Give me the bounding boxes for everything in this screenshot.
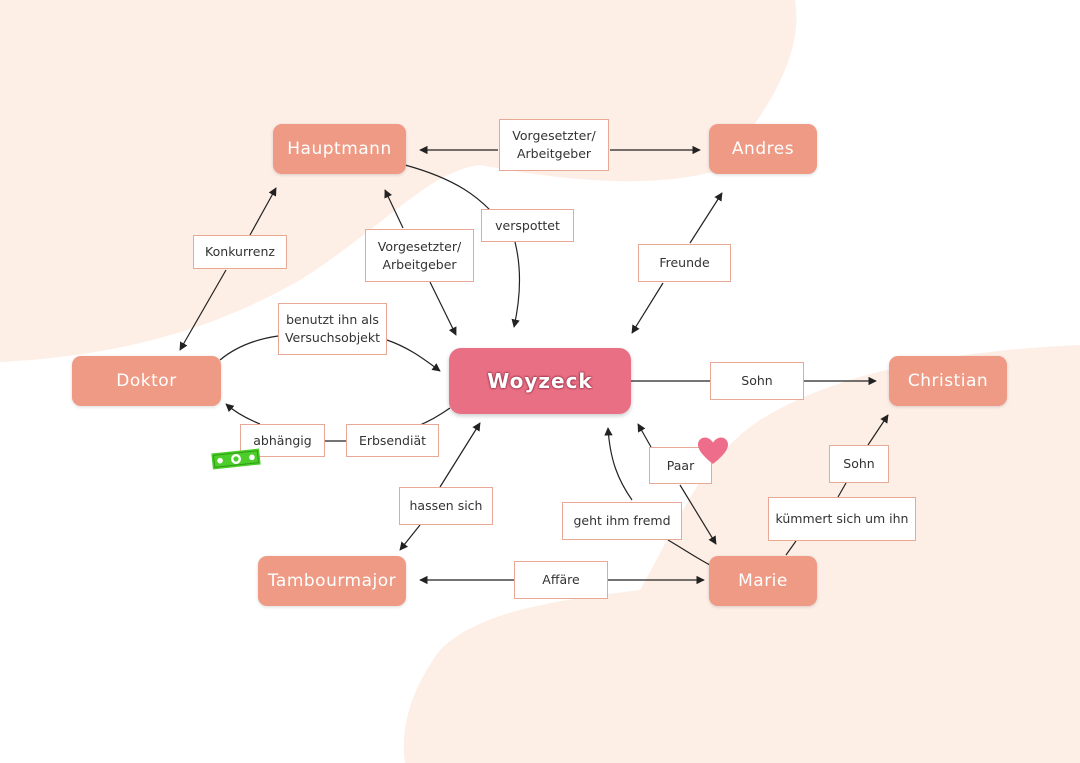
label-verspottet: verspottet — [481, 209, 574, 242]
node-tambourmajor[interactable]: Tambourmajor — [258, 556, 406, 606]
node-andres[interactable]: Andres — [709, 124, 817, 174]
label-geht-fremd: geht ihm fremd — [562, 502, 682, 540]
label-hassen-sich: hassen sich — [399, 487, 493, 525]
connector-freunde-up — [689, 192, 723, 244]
label-sohn-woyzeck: Sohn — [710, 362, 804, 400]
label-freunde: Freunde — [638, 244, 731, 282]
node-marie[interactable]: Marie — [709, 556, 817, 606]
label-paar: Paar — [649, 447, 712, 484]
connector-hassen-down — [399, 524, 421, 551]
connector-erbsendiaet — [419, 407, 451, 426]
connector-kuemmert-sohn — [837, 482, 847, 498]
connector-versuchsobjekt-right — [386, 339, 441, 372]
connector-hassen-up — [439, 422, 481, 488]
connector-vorgesetzter-down — [429, 281, 457, 336]
node-doktor[interactable]: Doktor — [72, 356, 221, 406]
connector-abhaengig — [225, 403, 261, 425]
connector-vorgesetzter-up — [384, 189, 404, 229]
connector-verspottet-arrow — [511, 241, 520, 328]
heart-icon — [698, 437, 728, 464]
connector-freunde-down — [631, 282, 664, 334]
label-line: Arbeitgeber — [382, 256, 457, 272]
node-woyzeck[interactable]: Woyzeck — [449, 348, 631, 414]
connector-verspottet — [404, 164, 491, 211]
label-hauptmann-andres: Vorgesetzter/ Arbeitgeber — [499, 119, 609, 171]
label-line: Versuchsobjekt — [284, 330, 381, 345]
connector-kuemmert-marie — [785, 540, 797, 556]
node-hauptmann[interactable]: Hauptmann — [273, 124, 406, 174]
node-christian[interactable]: Christian — [889, 356, 1007, 406]
label-kuemmert: kümmert sich um ihn — [768, 497, 916, 541]
label-line: Vorgesetzter/ — [512, 128, 596, 143]
connector-konkurrenz-down — [179, 269, 227, 351]
money-icon — [211, 448, 261, 470]
connector-paar-down — [679, 484, 717, 545]
label-konkurrenz: Konkurrenz — [193, 235, 287, 269]
connector-versuchsobjekt-left — [219, 335, 279, 361]
background-blob-top — [0, 0, 797, 362]
label-hauptmann-woyzeck: Vorgesetzter/ Arbeitgeber — [365, 229, 474, 282]
connector-paar-up — [637, 423, 652, 448]
label-sohn-marie: Sohn — [829, 445, 889, 483]
connector-geht-fremd — [604, 427, 633, 501]
label-line: Arbeitgeber — [516, 146, 592, 161]
connector-konkurrenz-up — [249, 187, 277, 236]
label-erbsendiaet: Erbsendiät — [346, 424, 439, 457]
connector-sohn-christian — [867, 414, 889, 446]
background-blob-bottom — [403, 345, 1080, 763]
connector-geht-fremd-marie — [667, 539, 713, 567]
label-versuchsobjekt: benutzt ihn als Versuchsobjekt — [278, 303, 387, 355]
label-affaere: Affäre — [514, 561, 608, 599]
label-line: Vorgesetzter/ — [377, 238, 462, 254]
label-line: benutzt ihn als — [286, 312, 379, 327]
